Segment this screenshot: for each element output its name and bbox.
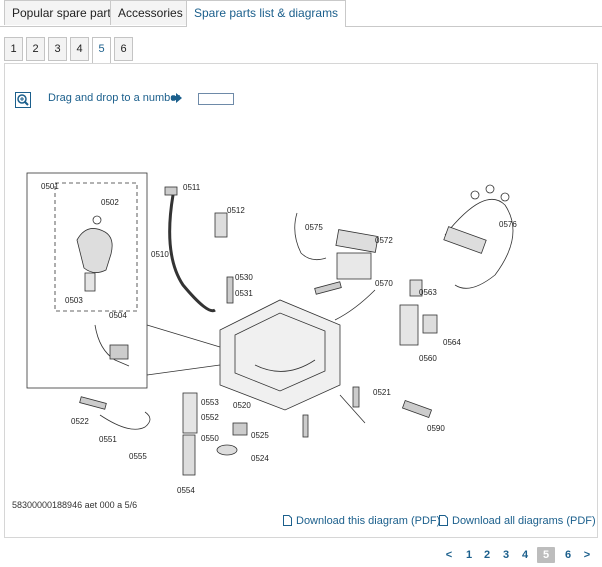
label-0504[interactable]: 0504 (109, 311, 127, 320)
label-0524[interactable]: 0524 (251, 454, 269, 463)
label-0550[interactable]: 0550 (201, 434, 219, 443)
pagination-page-2[interactable]: 2 (483, 549, 491, 561)
pagination-page-1[interactable]: 1 (465, 549, 473, 561)
download-this-diagram-link[interactable]: Download this diagram (PDF) (283, 515, 440, 529)
subtab-2[interactable]: 2 (26, 37, 45, 61)
label-0522[interactable]: 0522 (71, 417, 89, 426)
subtab-3[interactable]: 3 (48, 37, 67, 61)
subtab-1[interactable]: 1 (4, 37, 23, 61)
label-0551[interactable]: 0551 (99, 435, 117, 444)
tab-spare-parts-list-diagrams[interactable]: Spare parts list & diagrams (186, 0, 347, 27)
label-0503[interactable]: 0503 (65, 296, 83, 305)
tab-popular-spare-parts[interactable]: Popular spare parts (4, 0, 125, 25)
diagram-document-id: 58300000188946 aet 000 a 5/6 (12, 500, 138, 510)
pdf-document-icon (283, 515, 292, 529)
diagram-panel (4, 63, 598, 538)
label-0501[interactable]: 0501 (41, 182, 59, 191)
label-0555[interactable]: 0555 (129, 452, 147, 461)
subtab-5[interactable]: 5 (92, 37, 111, 64)
pagination-next[interactable]: > (583, 549, 591, 561)
download-all-diagrams-label: Download all diagrams (PDF) (452, 515, 596, 527)
label-0531[interactable]: 0531 (235, 289, 253, 298)
pdf-document-icon (439, 515, 448, 529)
subtab-6[interactable]: 6 (114, 37, 133, 61)
label-0521[interactable]: 0521 (373, 388, 391, 397)
pagination-page-4[interactable]: 4 (521, 549, 529, 561)
download-this-diagram-label: Download this diagram (PDF) (296, 515, 441, 527)
arrow-right-icon (171, 93, 182, 103)
exploded-parts-diagram: 0501 0502 0503 0504 0510 0511 0512 0520 … (26, 172, 517, 495)
drag-drop-hint: Drag and drop to a number (48, 92, 181, 104)
zoom-in-icon[interactable] (15, 92, 31, 108)
part-number-drop-target[interactable] (198, 93, 234, 105)
pagination-page-6[interactable]: 6 (564, 549, 572, 561)
label-0525[interactable]: 0525 (251, 431, 269, 440)
top-tab-bar: Popular spare parts Accessories Spare pa… (0, 0, 602, 27)
label-0572[interactable]: 0572 (375, 236, 393, 245)
label-0511[interactable]: 0511 (183, 183, 201, 192)
label-0570[interactable]: 0570 (375, 279, 393, 288)
pagination-prev[interactable]: < (445, 549, 453, 561)
subtab-4[interactable]: 4 (70, 37, 89, 61)
label-0563[interactable]: 0563 (419, 288, 437, 297)
label-0553[interactable]: 0553 (201, 398, 219, 407)
pagination: < 1 2 3 4 5 6 > (440, 547, 596, 563)
label-0502[interactable]: 0502 (101, 198, 119, 207)
label-0564[interactable]: 0564 (443, 338, 461, 347)
pagination-page-3[interactable]: 3 (502, 549, 510, 561)
label-0520[interactable]: 0520 (233, 401, 251, 410)
label-0512[interactable]: 0512 (227, 206, 245, 215)
pagination-page-5[interactable]: 5 (537, 547, 555, 563)
label-0560[interactable]: 0560 (419, 354, 437, 363)
label-0576[interactable]: 0576 (499, 220, 517, 229)
download-all-diagrams-link[interactable]: Download all diagrams (PDF) (439, 515, 596, 529)
label-0510[interactable]: 0510 (151, 250, 169, 259)
label-0554[interactable]: 0554 (177, 486, 195, 495)
label-0552[interactable]: 0552 (201, 413, 219, 422)
tab-accessories[interactable]: Accessories (110, 0, 191, 25)
label-0590[interactable]: 0590 (427, 424, 445, 433)
label-0530[interactable]: 0530 (235, 273, 253, 282)
label-0575[interactable]: 0575 (305, 223, 323, 232)
